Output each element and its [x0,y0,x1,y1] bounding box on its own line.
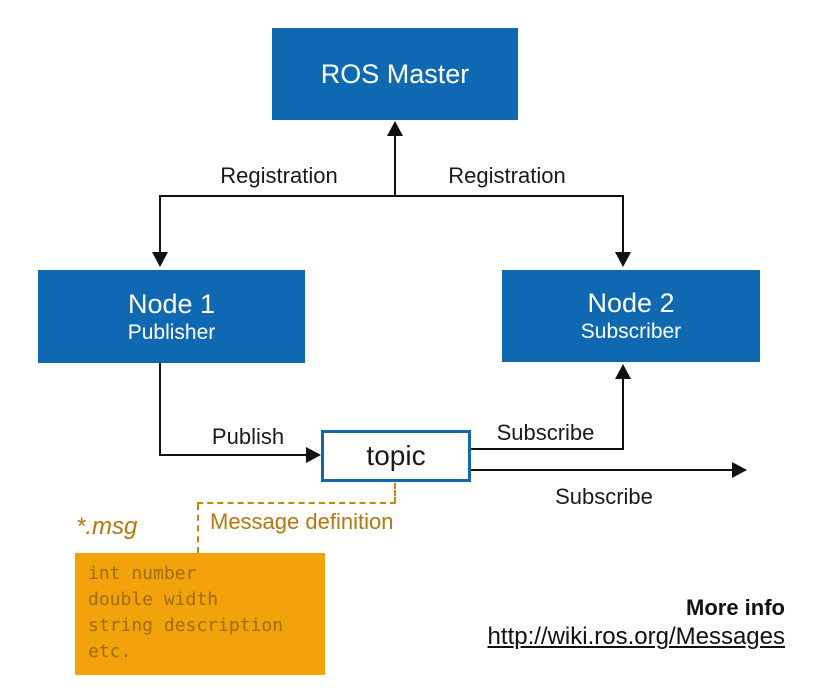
registration-arrowhead-down-right-icon [615,252,631,267]
message-callout-line-horizontal [197,502,396,504]
registration-arrowhead-up-icon [387,121,403,136]
registration-right-line [622,195,624,253]
topic-label: topic [366,440,426,471]
node1-subtitle: Publisher [127,320,216,344]
msg-code-line: int number [88,563,197,584]
node2-title: Node 2 [587,288,675,318]
node1-title: Node 1 [127,288,216,319]
publish-arrowhead-icon [306,447,321,463]
registration-center-line [394,133,396,196]
subscribe-bottom-arrowhead-icon [732,462,747,478]
registration-left-line [159,195,161,253]
node2-subtitle: Subscriber [580,320,682,343]
publish-vertical-line [159,363,161,456]
registration-left-label: Registration [220,163,338,188]
msg-file-label: *.msg [76,513,138,540]
subscribe-top-label: Subscribe [496,420,595,445]
message-callout-line-top [394,483,396,503]
msg-code-line: etc. [88,641,132,662]
ros-master-label: ROS Master [320,59,470,89]
more-info-heading: More info [686,595,785,620]
ros-master-box: ROS Master [272,28,518,120]
messages-wiki-link[interactable]: http://wiki.ros.org/Messages [487,623,785,650]
message-callout-line-bottom [197,504,199,553]
message-definition-box: int number double width string descripti… [75,553,325,675]
node1-box: Node 1 Publisher [38,270,305,363]
registration-arrowhead-down-left-icon [152,252,168,267]
subscribe-bottom-horizontal-line [471,469,733,471]
topic-box: topic [321,430,471,482]
registration-right-label: Registration [448,163,566,188]
msg-code-line: double width [88,589,219,610]
subscribe-top-vertical-line [622,378,624,450]
message-definition-label: Message definition [210,509,394,534]
registration-horizontal-line [159,195,624,197]
subscribe-bottom-label: Subscribe [555,484,653,509]
node2-box: Node 2 Subscriber [502,270,760,362]
publish-horizontal-line [159,454,307,456]
subscribe-top-horizontal-line [471,448,624,450]
subscribe-top-arrowhead-icon [615,364,631,379]
msg-code-line: string description [88,615,284,636]
publish-label: Publish [211,424,285,449]
